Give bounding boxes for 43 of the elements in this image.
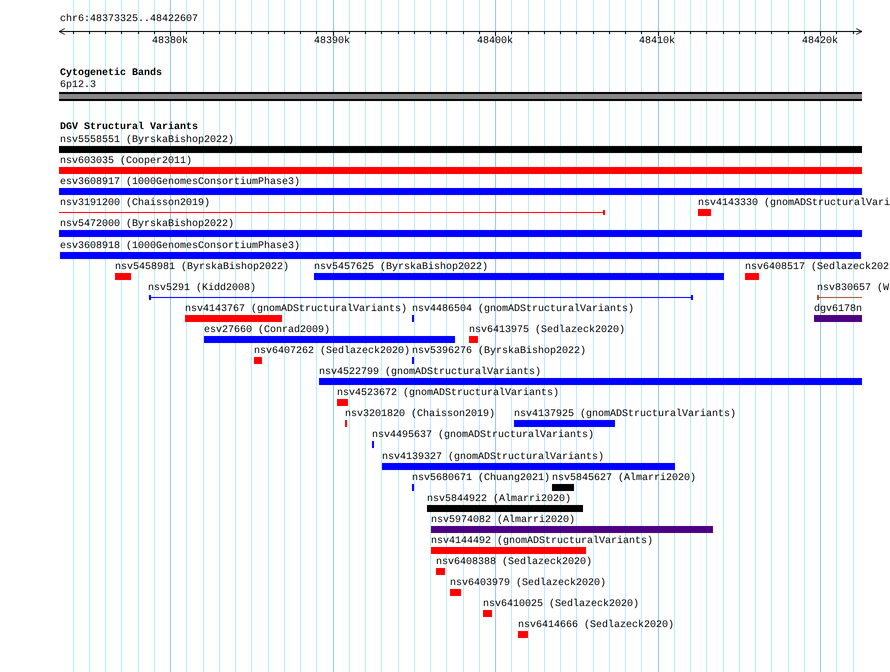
section-heading: Cytogenetic Bands (60, 68, 162, 79)
variant-label: nsv5291 (Kidd2008) (148, 282, 256, 294)
axis-tick-label: 48380k (152, 36, 188, 47)
variant-label: nsv5472000 (ByrskaBishop2022) (60, 219, 234, 230)
variant-label: nsv4139327 (gnomADStructuralVariants) (382, 452, 604, 462)
variant-label: nsv6408388 (Sedlazeck2020) (436, 557, 592, 568)
variant-label: nsv4137925 (gnomADStructuralVariants) (514, 409, 736, 420)
axis-tick-label: 48410k (639, 36, 676, 47)
variant-label: nsv4495637 (gnomADStructuralVariants) (372, 430, 594, 442)
axis-tick-label: 48390k (314, 36, 350, 47)
variant-label: dgv6178n (814, 304, 862, 315)
variant-label: nsv603035 (Cooper2011) (60, 156, 192, 168)
band-label: 6p12.3 (60, 80, 96, 91)
variant-label: nsv5396276 (ByrskaBishop2022) (412, 346, 586, 357)
variant-label: nsv5845627 (Almarri2020) (552, 472, 696, 484)
variant-label: nsv6407262 (Sedlazeck2020) (254, 346, 410, 357)
variant-label: nsv5844922 (Almarri2020) (427, 494, 572, 505)
variant-label: nsv4523672 (gnomADStructuralVariants) (337, 388, 560, 400)
variant-label: nsv4522799 (gnomADStructuralVariants) (319, 367, 542, 378)
variant-label: nsv6408517 (Sedlazeck202 (745, 262, 890, 273)
variant-label: nsv3191200 (Chaisson2019) (60, 198, 210, 210)
variant-label: esv3608917 (1000GenomesConsortiumPhase3) (60, 177, 300, 188)
variant-label: nsv6414666 (Sedlazeck2020) (518, 620, 674, 632)
variant-label: nsv6410025 (Sedlazeck2020) (483, 599, 640, 610)
variant-label: nsv4486504 (gnomADStructuralVariants) (412, 304, 634, 315)
variant-label: nsv6413975 (Sedlazeck2020) (469, 324, 626, 336)
variant-label: esv3608918 (1000GenomesConsortiumPhase3) (60, 240, 300, 252)
variant-label: nsv5974082 (Almarri2020) (431, 514, 576, 526)
variant-label: nsv5680671 (Chuang2021) (412, 472, 550, 484)
variant-label: nsv4143767 (gnomADStructuralVariants) (185, 304, 408, 315)
variant-label: nsv6403979 (Sedlazeck2020) (450, 578, 606, 590)
variant-label: esv27660 (Conrad2009) (204, 324, 330, 336)
axis-tick-label: 48420k (802, 36, 838, 47)
variant-label: nsv4144492 (gnomADStructuralVariants) (431, 536, 654, 547)
variant-label: nsv5558551 (ByrskaBishop2022) (60, 135, 234, 146)
variant-label: nsv5457625 (ByrskaBishop2022) (314, 262, 488, 273)
variant-label: nsv4143330 (gnomADStructuralVari (698, 198, 890, 210)
variant-label: nsv3201820 (Chaisson2019) (345, 409, 496, 420)
section-heading: DGV Structural Variants (60, 122, 198, 133)
region-label: chr6:48373325..48422607 (60, 14, 198, 25)
variant-label: nsv830657 (W (817, 282, 890, 294)
variant-label: nsv5458981 (ByrskaBishop2022) (115, 262, 290, 273)
axis-tick-label: 48400k (477, 36, 514, 47)
